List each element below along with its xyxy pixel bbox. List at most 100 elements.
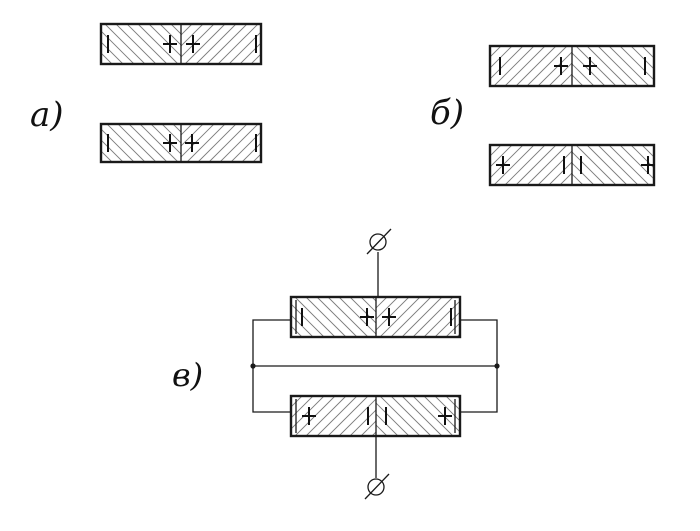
hatch-line — [479, 396, 519, 436]
hatch-line — [181, 124, 193, 136]
hatch-line — [137, 24, 179, 64]
hatching — [101, 24, 335, 64]
plate-b-top — [488, 44, 700, 88]
hatch-line — [379, 297, 421, 337]
hatch-line — [172, 124, 181, 133]
terminal-bottom — [364, 473, 390, 500]
hatch-line — [338, 398, 376, 436]
hatch-line — [101, 30, 135, 64]
hatch-line — [297, 124, 335, 162]
hatch-line — [275, 124, 313, 162]
hatch-line — [490, 46, 524, 80]
hatch-line — [526, 145, 568, 185]
hatch-line — [195, 124, 233, 162]
hatch-line — [101, 52, 113, 64]
hatch-line — [316, 297, 358, 337]
terminal-slash — [364, 473, 390, 500]
hatch-line — [195, 24, 237, 64]
hatch-line — [490, 145, 513, 168]
hatch-line — [161, 124, 181, 144]
hatch-line — [597, 46, 639, 86]
hatch-line — [664, 46, 700, 86]
hatch-line — [101, 63, 102, 64]
hatch-line — [186, 124, 226, 162]
hatch-line — [515, 46, 557, 86]
hatch-line — [217, 124, 255, 162]
hatch-line — [286, 124, 324, 162]
hatch-line — [295, 24, 335, 64]
hatch-line — [181, 124, 204, 147]
hatch-line — [376, 402, 410, 436]
hatch-line — [445, 322, 460, 337]
hatch-line — [327, 396, 369, 436]
hatch-line — [493, 46, 535, 86]
hatch-line — [608, 145, 650, 185]
hatch-line — [230, 131, 261, 162]
plus-sign — [186, 35, 200, 53]
hatch-line — [586, 145, 628, 185]
hatch-line — [184, 24, 226, 64]
hatching — [291, 396, 519, 436]
hatch-line — [360, 297, 376, 313]
hatch-line — [490, 145, 491, 146]
polarity-signs — [107, 35, 257, 53]
hatch-line — [250, 53, 261, 64]
hatch-line — [479, 297, 519, 337]
hatch-line — [291, 303, 325, 337]
polarity-signs — [302, 407, 452, 425]
hatch-line — [537, 150, 572, 185]
hatch-line — [490, 145, 502, 157]
hatch-line — [217, 24, 259, 64]
hatch-line — [291, 396, 303, 408]
panel-label-v: в) — [172, 356, 203, 394]
junction-dot-left — [250, 363, 256, 369]
hatch-line — [291, 396, 314, 419]
hatch-line — [376, 424, 388, 436]
hatch-line — [597, 145, 639, 185]
hatch-line — [104, 24, 146, 64]
hatch-line — [401, 396, 443, 436]
hatch-line — [208, 124, 248, 162]
hatch-line — [327, 297, 369, 337]
hatch-line — [101, 161, 102, 162]
hatch-line — [305, 297, 347, 337]
hatch-line — [376, 297, 399, 320]
hatch-line — [126, 24, 168, 64]
hatch-line — [608, 46, 650, 86]
hatch-line — [630, 46, 654, 70]
junction-dot-right — [494, 363, 500, 369]
hatch-line — [559, 73, 572, 86]
hatch-line — [262, 24, 302, 64]
hatch-line — [401, 297, 443, 337]
hatch-line — [338, 297, 376, 335]
hatch-line — [575, 145, 617, 185]
plate-b-bottom — [488, 143, 700, 187]
plus-sign — [438, 407, 452, 425]
hatch-line — [572, 173, 584, 185]
hatch-line — [349, 409, 376, 436]
hatch-line — [504, 145, 546, 185]
hatch-line — [170, 24, 181, 35]
hatch-line — [652, 46, 654, 48]
hatch-line — [652, 145, 654, 147]
hatch-line — [548, 161, 572, 185]
polarity-signs — [301, 308, 452, 326]
hatch-line — [390, 297, 432, 337]
hatch-line — [379, 396, 421, 436]
hatch-line — [445, 396, 460, 411]
hatch-line — [675, 145, 700, 185]
hatch-line — [493, 145, 535, 185]
panel-label-b: б) — [430, 93, 464, 133]
hatch-line — [241, 142, 261, 162]
hatch-line — [291, 314, 314, 337]
hatch-line — [376, 297, 388, 309]
hatch-line — [468, 396, 508, 436]
hatch-line — [128, 124, 168, 162]
hatch-line — [252, 153, 261, 162]
hatch-line — [456, 396, 460, 400]
plus-sign — [185, 134, 199, 152]
hatch-line — [490, 46, 502, 58]
terminal-slash — [366, 228, 392, 255]
hatch-line — [376, 413, 399, 436]
terminal-circle — [369, 233, 387, 251]
